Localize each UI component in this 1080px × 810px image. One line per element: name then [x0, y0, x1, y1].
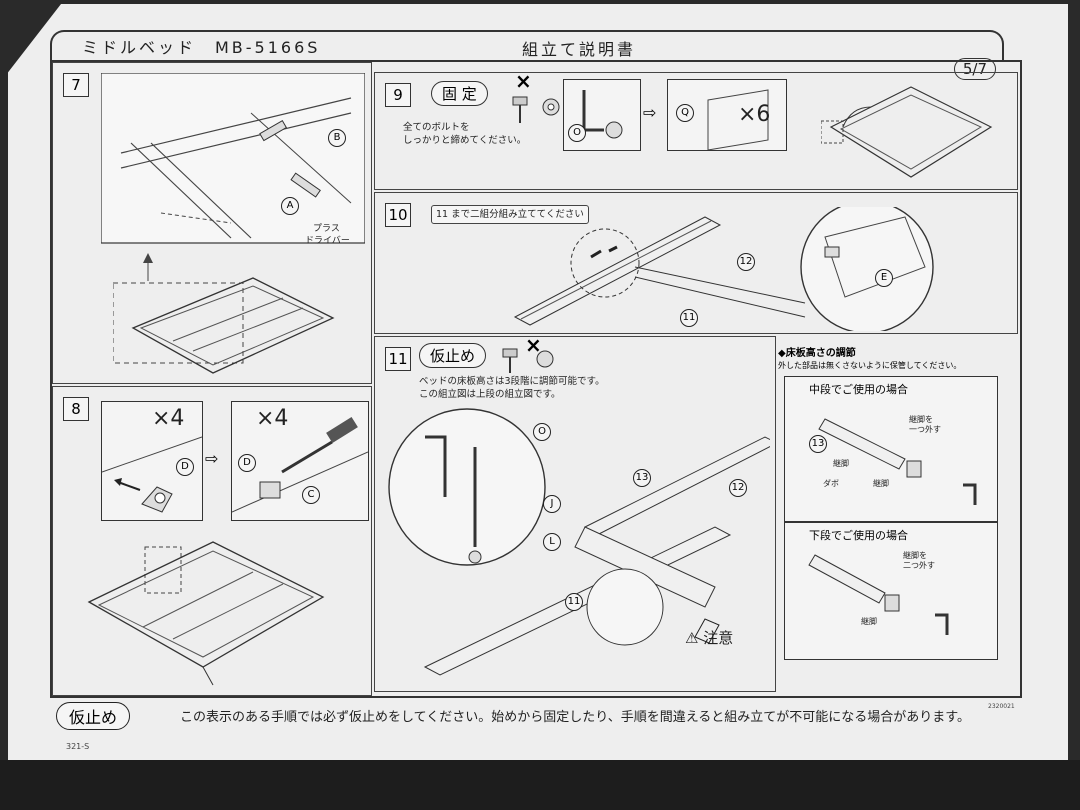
part-12-label: 12	[737, 253, 755, 271]
step-10: 10 11 まで二組分組み立ててください 11 12 E	[374, 192, 1018, 334]
page-title: 組立て説明書	[522, 40, 637, 59]
cross-icon: ×	[525, 333, 542, 357]
footer-note: 仮止め この表示のある手順では必ず仮止めをしてください。始めから固定したり、手順…	[50, 700, 1018, 730]
part-b-label: B	[328, 129, 346, 147]
wrench-detail: O	[563, 79, 641, 151]
bolt-nut-icon	[512, 96, 560, 123]
table-surface	[0, 760, 1080, 810]
bolt-detail: ×6 Q	[667, 79, 787, 151]
svg-text:プラス: プラス	[313, 223, 340, 234]
count-label: ×4	[152, 406, 185, 431]
step-7-detail-illustration: プラス ドライバー	[101, 73, 365, 246]
part-11-label: 11	[565, 593, 583, 611]
page-number: 5/7	[953, 58, 996, 80]
screwdriver-diagram	[232, 416, 368, 513]
step-number: 9	[385, 83, 411, 107]
arrow-right-icon: ⇨	[205, 449, 219, 468]
floor-adjust-note: 外した部品は無くさないように保管してください。	[778, 361, 962, 370]
bolt-nut-icon	[502, 348, 554, 373]
middle-level-diagram	[818, 418, 977, 505]
temporary-fix-badge: 仮止め	[56, 702, 131, 730]
part-12-label: 12	[729, 479, 747, 497]
lower-level-panel: 下段でご使用の場合 継脚を 二つ外す 継脚	[784, 522, 998, 660]
step-9-frame-illustration	[821, 86, 993, 178]
header-bar: ミドルベッド MB-5166S 組立て説明書 5/7	[50, 30, 1004, 80]
step-8: 8 ×4 D ⇨ ×4 D C	[52, 386, 372, 696]
step-8-detail-b: ×4 D C	[231, 401, 369, 521]
part-13-label: 13	[809, 435, 827, 453]
lower-level-title: 下段でご使用の場合	[809, 529, 908, 542]
part-l-label: L	[543, 533, 561, 551]
middle-level-title: 中段でご使用の場合	[809, 383, 908, 396]
part-o-label: O	[533, 423, 551, 441]
leg-label: 継脚	[873, 479, 889, 488]
instruction-text: 全てのボルトを しっかりと締めてください。	[403, 122, 527, 146]
step-10-rail-illustration	[513, 207, 934, 331]
leg-label: 継脚	[861, 617, 877, 626]
document-code: 321-S	[66, 742, 90, 751]
middle-level-panel: 中段でご使用の場合 継脚を 一つ外す 13 継脚 ダボ 継脚	[784, 376, 998, 522]
part-j-label: J	[543, 495, 561, 513]
step-number: 8	[63, 397, 89, 421]
remove-note: 継脚を 二つ外す	[903, 551, 935, 570]
part-d-label: D	[238, 454, 256, 472]
svg-text:ドライバー: ドライバー	[305, 235, 350, 246]
part-o-label: O	[568, 124, 586, 142]
dowel-label: ダボ	[823, 479, 839, 488]
model-number: ミドルベッド MB-5166S	[82, 38, 321, 57]
temporary-fix-tag: 仮止め	[419, 343, 487, 368]
step-number: 10	[385, 203, 411, 227]
step-8-detail-a: ×4 D	[101, 401, 203, 521]
step-8-bed-frame-illustration	[87, 541, 325, 686]
step-11: 11 仮止め × ベッドの床板高さは3段階に調節可能です。 この組立図は上段の組…	[374, 333, 776, 692]
step-7: 7 プラス ドライバー B A	[52, 62, 372, 384]
leg-label: 継脚	[833, 459, 849, 468]
cross-icon: ×	[515, 69, 532, 93]
fix-tag: 固 定	[431, 81, 488, 106]
part-e-label: E	[875, 269, 893, 287]
part-q-label: Q	[676, 104, 694, 122]
warning-label: ⚠ 注意	[685, 629, 734, 647]
instruction-text: ベッドの床板高さは3段階に調節可能です。 この組立図は上段の組立図です。	[419, 376, 605, 400]
floor-adjust-heading: ◆床板高さの調節	[778, 348, 856, 359]
dowel-insert-diagram	[102, 436, 202, 513]
bolt-insert-diagram	[707, 89, 769, 151]
lower-level-diagram	[808, 554, 949, 635]
content-frame: 7 プラス ドライバー B A 8 ×4	[50, 60, 1022, 698]
part-d-label: D	[176, 458, 194, 476]
part-11-label: 11	[680, 309, 698, 327]
instruction-text: 11 まで二組分組み立ててください	[431, 205, 589, 224]
count-label: ×4	[256, 406, 289, 431]
part-a-label: A	[281, 197, 299, 215]
count-label: ×6	[738, 102, 771, 127]
step-7-bed-frame-illustration	[113, 253, 335, 374]
footer-text: この表示のある手順では必ず仮止めをしてください。始めから固定したり、手順を間違え…	[180, 710, 971, 725]
arrow-right-icon: ⇨	[643, 103, 657, 122]
step-9: 9 固 定 × 全てのボルトを しっかりと締めてください。 O ⇨ ×6 Q	[374, 69, 1018, 190]
print-code: 2320021	[988, 703, 1015, 710]
part-13-label: 13	[633, 469, 651, 487]
part-c-label: C	[302, 486, 320, 504]
remove-note: 継脚を 一つ外す	[909, 415, 941, 434]
step-number: 7	[63, 73, 89, 97]
step-number: 11	[385, 347, 411, 371]
